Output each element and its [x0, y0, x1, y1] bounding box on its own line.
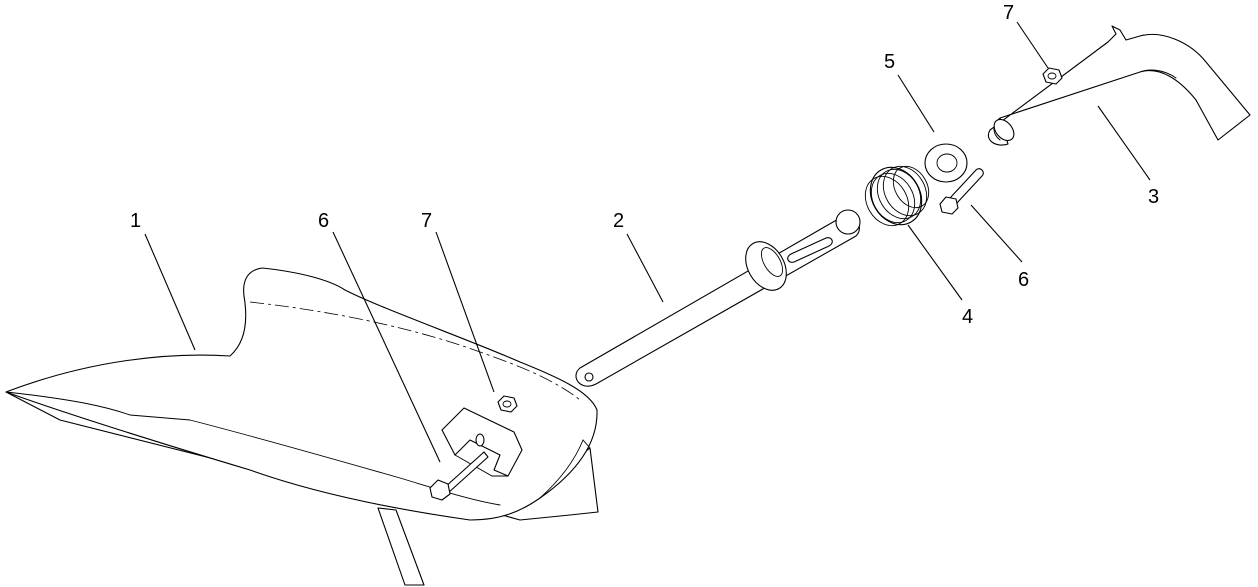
callout-4: 4	[962, 306, 973, 328]
nut-right	[1042, 67, 1063, 85]
leader-5	[897, 74, 935, 133]
nut-left	[497, 395, 518, 413]
leader-6-left	[332, 231, 441, 463]
callout-2: 2	[613, 210, 624, 232]
chute-deflector	[5, 267, 599, 586]
leader-1	[144, 233, 196, 351]
callout-7-right: 7	[1003, 2, 1014, 24]
callout-6-left: 6	[318, 210, 329, 232]
bolt-right	[939, 168, 984, 215]
callout-3: 3	[1148, 186, 1159, 208]
leader-4	[907, 224, 963, 301]
washer	[924, 143, 968, 183]
callout-5: 5	[884, 51, 895, 73]
bolt-left	[429, 451, 489, 501]
callout-6-right: 6	[1018, 269, 1029, 291]
handle	[988, 25, 1251, 146]
callouts: 1 2 3 4 5 6 6 7 7	[130, 2, 1159, 328]
leader-2	[626, 233, 664, 303]
callout-1: 1	[130, 210, 141, 232]
leader-7-left	[435, 231, 495, 393]
leader-7-right	[1016, 21, 1049, 69]
spring	[864, 165, 930, 227]
leader-3	[1097, 105, 1151, 181]
pivot-rod	[575, 209, 861, 387]
leader-lines	[144, 21, 1151, 463]
leader-6-right	[970, 204, 1023, 263]
callout-7-left: 7	[421, 210, 432, 232]
